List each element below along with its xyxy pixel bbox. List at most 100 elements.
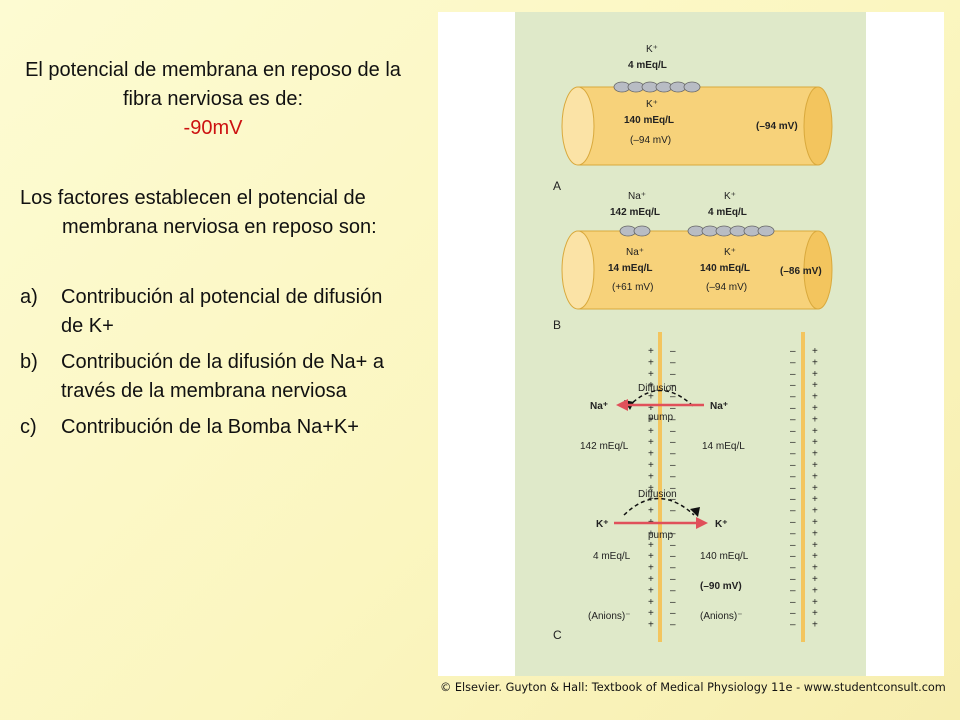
negative-charge: – (670, 494, 676, 505)
negative-charge: – (670, 585, 676, 596)
panel-a-label: A (553, 179, 561, 193)
positive-charge: + (812, 357, 818, 368)
negative-charge: – (790, 392, 796, 403)
positive-charge: + (812, 346, 818, 357)
a-membrane-pot: (–94 mV) (630, 135, 671, 146)
positive-charge: + (812, 574, 818, 585)
item-letter: a) (20, 286, 38, 308)
negative-charge: – (670, 460, 676, 471)
positive-charge: + (812, 517, 818, 528)
membrane-potential-figure: K⁺ 4 mEq/L K⁺ 140 mEq/L (–94 mV) (–94 mV… (553, 44, 833, 642)
positive-charge: + (648, 460, 654, 471)
negative-charge: – (790, 620, 796, 631)
negative-charge: – (670, 540, 676, 551)
negative-charge: – (670, 392, 676, 403)
factor-item-c: c)Contribución de la Bomba Na+K+ (20, 413, 410, 442)
negative-charge: – (670, 620, 676, 631)
c-pump-arrowhead-na (616, 399, 628, 411)
b-out-na-ion: Na⁺ (628, 191, 646, 202)
positive-charge: + (648, 357, 654, 368)
negative-charge: – (670, 426, 676, 437)
c-diffusion-arrowhead-k (690, 507, 700, 517)
negative-charge: – (670, 574, 676, 585)
negative-charge: – (790, 369, 796, 380)
b-out-k-conc: 4 mEq/L (708, 207, 747, 218)
positive-charge: + (648, 403, 654, 414)
positive-charge: + (648, 437, 654, 448)
negative-charge: – (670, 528, 676, 539)
negative-charge: – (670, 449, 676, 460)
positive-charge: + (812, 494, 818, 505)
positive-charge: + (812, 460, 818, 471)
negative-charge: – (790, 494, 796, 505)
positive-charge: + (648, 392, 654, 403)
negative-charge: – (790, 380, 796, 391)
negative-charge: – (790, 528, 796, 539)
negative-charge: – (670, 380, 676, 391)
positive-charge: + (648, 597, 654, 608)
negative-charge: – (790, 574, 796, 585)
item-letter: c) (20, 416, 37, 438)
positive-charge: + (812, 483, 818, 494)
negative-charge: – (790, 357, 796, 368)
negative-charge: – (670, 369, 676, 380)
positive-charge: + (812, 437, 818, 448)
a-outside-ion: K⁺ (646, 44, 658, 55)
negative-charge: – (670, 437, 676, 448)
b-in-na-pot: (+61 mV) (612, 282, 653, 293)
negative-charge: – (790, 471, 796, 482)
slide-text: El potencial de membrana en reposo de la… (0, 0, 430, 720)
a-inside-pot: (–94 mV) (756, 121, 798, 132)
positive-charge: + (648, 369, 654, 380)
factor-item-b: b)Contribución de la difusión de Na+ a t… (20, 348, 410, 406)
c-na-left: Na⁺ (590, 401, 608, 412)
positive-charge: + (648, 574, 654, 585)
positive-charge: + (812, 551, 818, 562)
positive-charge: + (648, 620, 654, 631)
positive-charge: + (648, 585, 654, 596)
positive-charge: + (648, 608, 654, 619)
c-diffusion-arc-k (623, 497, 695, 516)
positive-charge: + (812, 506, 818, 517)
c-na-out-conc: 142 mEq/L (580, 441, 629, 452)
negative-charge: – (670, 471, 676, 482)
positive-charge: + (812, 471, 818, 482)
positive-charge: + (812, 369, 818, 380)
intro-text: Los factores establecen el potencial de … (20, 187, 377, 238)
b-cylinder-front (561, 230, 595, 310)
negative-charge: – (790, 540, 796, 551)
positive-charge: + (812, 392, 818, 403)
a-inside-ion: K⁺ (646, 99, 658, 110)
b-out-na-conc: 142 mEq/L (610, 207, 660, 218)
positive-charge: + (648, 426, 654, 437)
b-cylinder-end (803, 230, 833, 310)
positive-charge: + (812, 403, 818, 414)
negative-charge: – (790, 608, 796, 619)
factor-list: a) Contribución al potencial de difusión … (20, 283, 410, 449)
b-in-k-conc: 140 mEq/L (700, 263, 750, 274)
negative-charge: – (790, 551, 796, 562)
positive-charge: + (812, 380, 818, 391)
item-text: Contribución al potencial de difusión de… (61, 286, 383, 337)
c-diffusion-arc-na (627, 389, 695, 408)
title-value: -90mV (183, 117, 243, 139)
c-na-right: Na⁺ (710, 401, 728, 412)
a-channels (613, 81, 701, 93)
b-in-k-pot: (–94 mV) (706, 282, 747, 293)
b-out-k-ion: K⁺ (724, 191, 736, 202)
c-anions-in: (Anions)⁻ (700, 611, 743, 622)
a-outside-conc: 4 mEq/L (628, 60, 667, 71)
negative-charge: – (790, 597, 796, 608)
positive-charge: + (812, 608, 818, 619)
item-text: Contribución de la difusión de Na+ a tra… (61, 351, 384, 402)
positive-charge: + (648, 471, 654, 482)
panel-c-label: C (553, 628, 562, 642)
positive-charge: + (812, 620, 818, 631)
panel-b-label: B (553, 318, 561, 332)
positive-charge: + (812, 528, 818, 539)
negative-charge: – (790, 403, 796, 414)
positive-charge: + (648, 346, 654, 357)
negative-charge: – (790, 414, 796, 425)
b-in-na-conc: 14 mEq/L (608, 263, 652, 274)
positive-charge: + (648, 506, 654, 517)
